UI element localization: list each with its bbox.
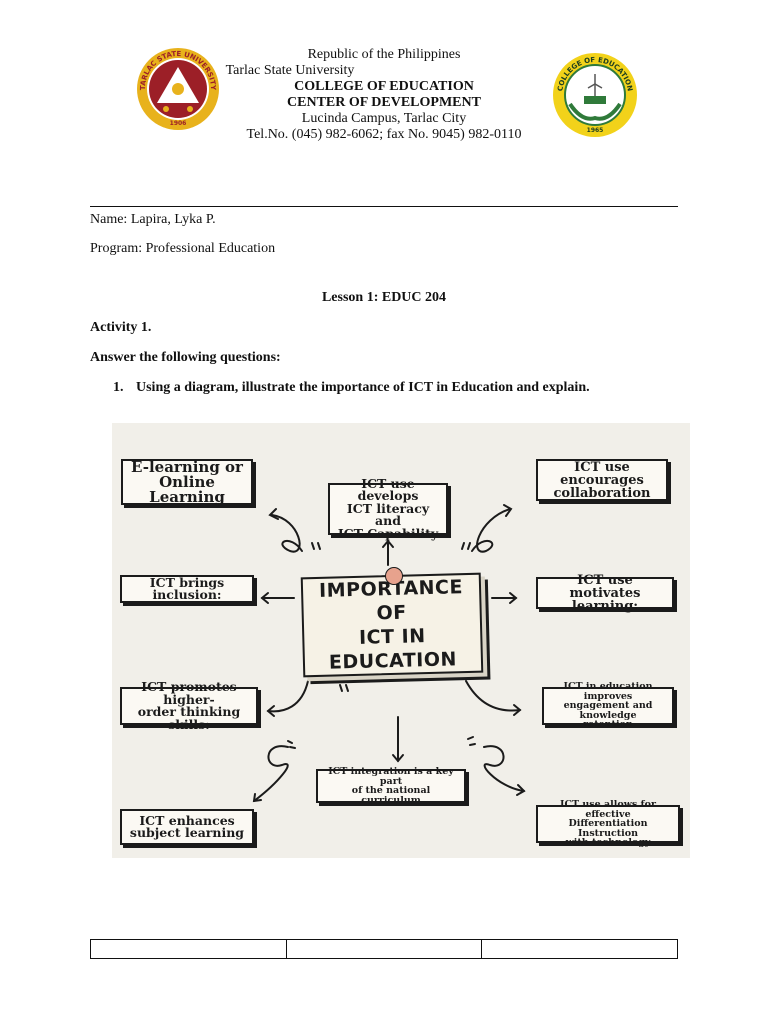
left-logo-year: 1906 [170,120,187,127]
box-engagement-line-2: engagement and knowledge [563,700,653,721]
instruction: Answer the following questions: [90,350,281,365]
box-differentiation-line-2: Differentiation Instruction [568,818,648,839]
box-subject-line-2: subject learning [129,825,245,840]
box-inclusion: ICT brings inclusion: [120,575,254,603]
empty-table-row [90,939,678,959]
box-elearning: E-learning or Online Learning [121,459,253,505]
header-republic: Republic of the Philippines [307,47,461,62]
box-higher-order-line-2: order thinking skills: [137,704,241,732]
table-cell [287,940,483,958]
box-literacy-line-2: ICT literacy and [346,500,430,529]
box-literacy: ICT use develops ICT literacy and ICT Ca… [328,477,448,539]
table-cell [482,940,677,958]
activity-title: Activity 1. [90,320,152,335]
diagram-arrows [252,504,526,803]
box-engagement-line-3: retention [583,719,633,731]
box-inclusion-line-1: ICT brings inclusion: [149,574,225,602]
box-elearning-line-1: E-learning or [131,457,243,476]
ict-importance-diagram: E-learning or Online Learning ICT use de… [112,423,690,858]
box-subject: ICT enhances subject learning [120,809,254,845]
box-curriculum-line-1: ICT integration is a key part [328,766,454,787]
box-collaboration-line-1: ICT use encourages [560,459,644,488]
header-contact: Tel.No. (045) 982-6062; fax No. 9045) 98… [246,127,522,142]
box-subject-line-1: ICT enhances [139,812,235,828]
box-motivates-line-2: learning: [571,598,639,614]
tarlac-state-university-seal: TARLAC STATE UNIVERSITY 1906 [137,48,219,130]
right-logo-year: 1965 [587,127,604,134]
question-number: 1. [113,380,124,395]
header-center: CENTER OF DEVELOPMENT [287,95,481,110]
box-collaboration-line-2: collaboration [553,485,651,501]
box-curriculum-line-2: of the national curriculum [351,785,431,806]
box-differentiation: ICT use allows for effective Differentia… [536,800,680,847]
lesson-title: Lesson 1: EDUC 204 [321,290,447,305]
center-title-line-2: ICT IN EDUCATION [328,625,458,674]
box-literacy-line-1: ICT use develops [357,475,419,504]
box-motivates-line-1: ICT use motivates [569,572,641,601]
header-campus: Lucinda Campus, Tarlac City [301,111,467,126]
box-higher-order: ICT promotes higher- order thinking skil… [120,680,258,730]
box-differentiation-line-1: ICT use allows for effective [560,799,656,820]
pin-icon [385,567,403,585]
header-university: Tarlac State University [225,63,355,78]
student-program: Program: Professional Education [90,241,276,256]
box-elearning-line-2: Online Learning [149,472,225,506]
box-collaboration: ICT use encourages collaboration [536,459,668,501]
student-name: Name: Lapira, Lyka P. [90,212,216,227]
box-literacy-line-3: ICT Capability [337,525,439,541]
table-cell [91,940,287,958]
box-engagement-line-1: ICT in education improves [563,681,653,702]
box-curriculum: ICT integration is a key part of the nat… [316,766,466,806]
header-divider [90,206,678,207]
college-of-education-seal: COLLEGE OF EDUCATION 1965 [553,53,637,137]
box-higher-order-line-1: ICT promotes higher- [141,679,237,707]
box-engagement: ICT in education improves engagement and… [542,682,674,729]
center-card: IMPORTANCE OF ICT IN EDUCATION [300,572,484,678]
header-college: COLLEGE OF EDUCATION [294,79,474,94]
box-motivates: ICT use motivates learning: [536,572,674,613]
question-text: Using a diagram, illustrate the importan… [136,380,590,395]
box-differentiation-line-3: with technology [565,837,651,849]
